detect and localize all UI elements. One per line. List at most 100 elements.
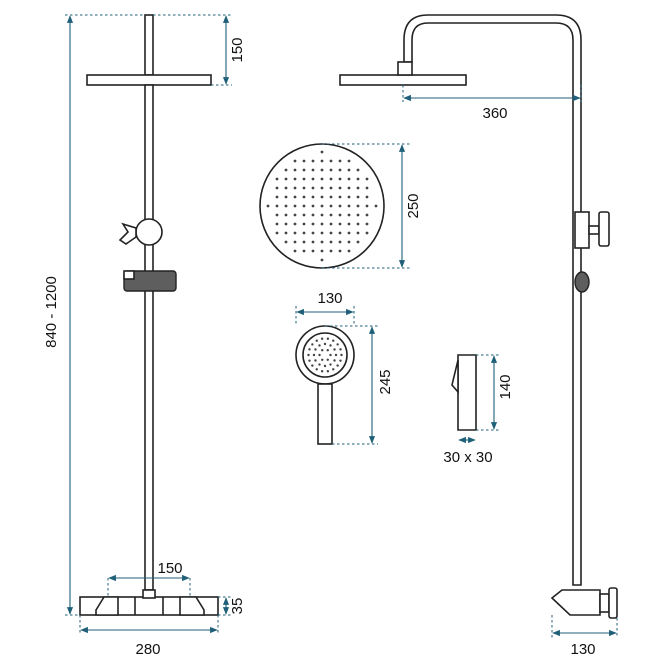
nozzle-dot: [356, 195, 360, 199]
hand-nozzle-dot: [312, 353, 316, 357]
wall-flange-stem: [599, 593, 610, 613]
nozzle-dot: [338, 222, 342, 226]
nozzle-dot: [293, 195, 297, 199]
nozzle-dot: [311, 195, 315, 199]
side-view: 360 130: [339, 14, 618, 658]
nozzle-dot: [302, 249, 306, 253]
hand-nozzle-dot: [329, 363, 332, 366]
nozzle-dot: [365, 204, 369, 208]
nozzle-dot: [320, 258, 324, 262]
nozzle-dot: [329, 177, 333, 181]
nozzle-dot: [338, 204, 342, 208]
hand-nozzle-dot: [332, 339, 335, 342]
nozzle-dot: [329, 222, 333, 226]
nozzle-dot: [284, 177, 288, 181]
nozzle-dot: [338, 240, 342, 244]
dim-hand-shower-width: 130: [317, 290, 342, 307]
hand-nozzle-dot: [315, 339, 318, 342]
hand-nozzle-dot: [323, 342, 327, 346]
hand-shower-face: [302, 332, 348, 378]
nozzle-dot: [311, 204, 315, 208]
nozzle-dot: [320, 222, 324, 226]
nozzle-dot: [347, 231, 351, 235]
diverter-lever: [118, 222, 137, 245]
hand-nozzle-dot: [307, 353, 310, 357]
nozzle-dot: [320, 177, 324, 181]
hand-nozzle-dot: [336, 343, 339, 346]
nozzle-dot: [365, 231, 369, 235]
nozzle-dot: [347, 186, 351, 190]
nozzle-dot: [329, 249, 333, 253]
nozzle-dot: [320, 231, 324, 235]
nozzle-dot: [275, 204, 279, 208]
nozzle-dot: [293, 204, 297, 208]
nozzle-dot: [329, 186, 333, 190]
nozzle-dot: [320, 213, 324, 217]
diverter-side: [574, 211, 590, 249]
nozzle-dot: [266, 204, 270, 208]
hand-nozzle-dot: [339, 359, 342, 362]
nozzle-dot: [320, 204, 324, 208]
nozzle-dot: [284, 222, 288, 226]
nozzle-dot: [293, 213, 297, 217]
nozzle-dot: [338, 213, 342, 217]
hand-nozzle-dot: [321, 358, 324, 361]
nozzle-dot: [302, 177, 306, 181]
nozzle-dot: [356, 222, 360, 226]
mixer-left-handle: [95, 596, 119, 616]
nozzle-dot: [311, 213, 315, 217]
nozzle-dot: [293, 168, 297, 172]
nozzle-dot: [320, 159, 324, 163]
nozzle-dot: [311, 249, 315, 253]
nozzle-dot: [302, 231, 306, 235]
hand-nozzle-dot: [314, 348, 317, 351]
rain-head-nozzles: [266, 150, 378, 262]
nozzle-dot: [293, 249, 297, 253]
nozzle-dot: [284, 204, 288, 208]
nozzle-dot: [329, 240, 333, 244]
nozzle-dot: [311, 168, 315, 172]
hand-nozzle-dot: [321, 349, 324, 352]
nozzle-dot: [311, 222, 315, 226]
nozzle-dot: [311, 186, 315, 190]
dim-wall-offset: 130: [570, 641, 595, 658]
nozzle-dot: [275, 222, 279, 226]
mixer-right-handle: [179, 596, 205, 616]
hand-nozzle-dot: [333, 348, 336, 351]
hand-nozzle-dot: [323, 364, 327, 368]
hand-shower-nozzles: [307, 337, 343, 373]
dim-spout-spacing: 150: [157, 560, 182, 577]
nozzle-dot: [356, 231, 360, 235]
nozzle-dot: [347, 213, 351, 217]
nozzle-dot: [284, 186, 288, 190]
rain-head-front: [86, 74, 212, 86]
nozzle-dot: [347, 204, 351, 208]
dim-hand-shower-length: 245: [377, 369, 394, 394]
nozzle-dot: [347, 168, 351, 172]
hand-nozzle-dot: [315, 368, 318, 371]
nozzle-dot: [302, 159, 306, 163]
nozzle-dot: [347, 159, 351, 163]
hand-nozzle-dot: [340, 353, 343, 357]
slider-side: [574, 271, 590, 293]
nozzle-dot: [329, 204, 333, 208]
nozzle-dot: [356, 168, 360, 172]
rain-head-side: [339, 74, 467, 86]
hand-nozzle-dot: [308, 348, 311, 351]
nozzle-dot: [347, 222, 351, 226]
nozzle-dot: [320, 168, 324, 172]
hand-nozzle-dot: [336, 364, 339, 367]
nozzle-dot: [365, 195, 369, 199]
hand-nozzle-dot: [311, 364, 314, 367]
hand-nozzle-dot: [326, 337, 330, 340]
nozzle-dot: [356, 240, 360, 244]
nozzle-dot: [365, 186, 369, 190]
diverter-handle-side: [598, 211, 610, 247]
diverter-stem: [588, 225, 600, 235]
nozzle-dot: [302, 213, 306, 217]
hand-shower-slider: [123, 270, 177, 292]
nozzle-dot: [356, 186, 360, 190]
dim-rain-head-height: 150: [229, 37, 246, 62]
nozzle-dot: [284, 231, 288, 235]
